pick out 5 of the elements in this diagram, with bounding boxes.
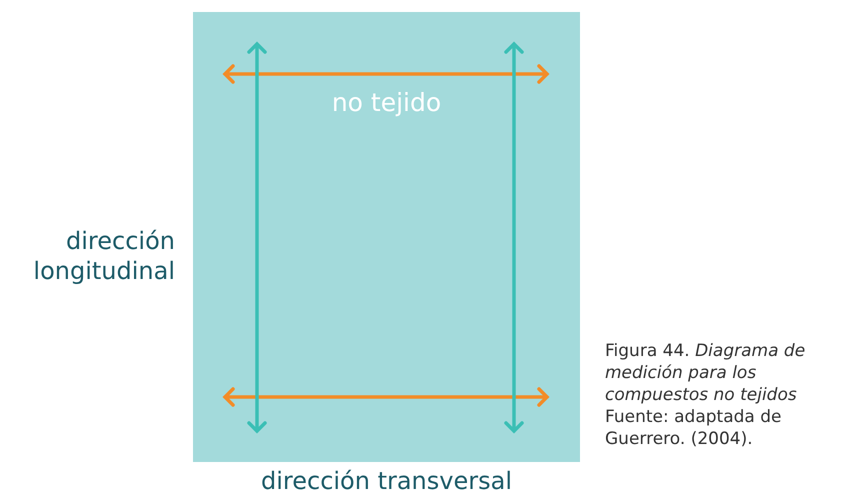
panel-label: no tejido <box>330 88 442 117</box>
figure-caption: Figura 44. Diagrama de medición para los compuestos no tejidos Fuente: adaptada de Guerrero. (2004). <box>605 340 806 450</box>
axis-label: dirección transversal <box>260 466 513 495</box>
axis-label: dirección longitudinal <box>32 226 175 286</box>
fabric-panel <box>193 12 580 462</box>
